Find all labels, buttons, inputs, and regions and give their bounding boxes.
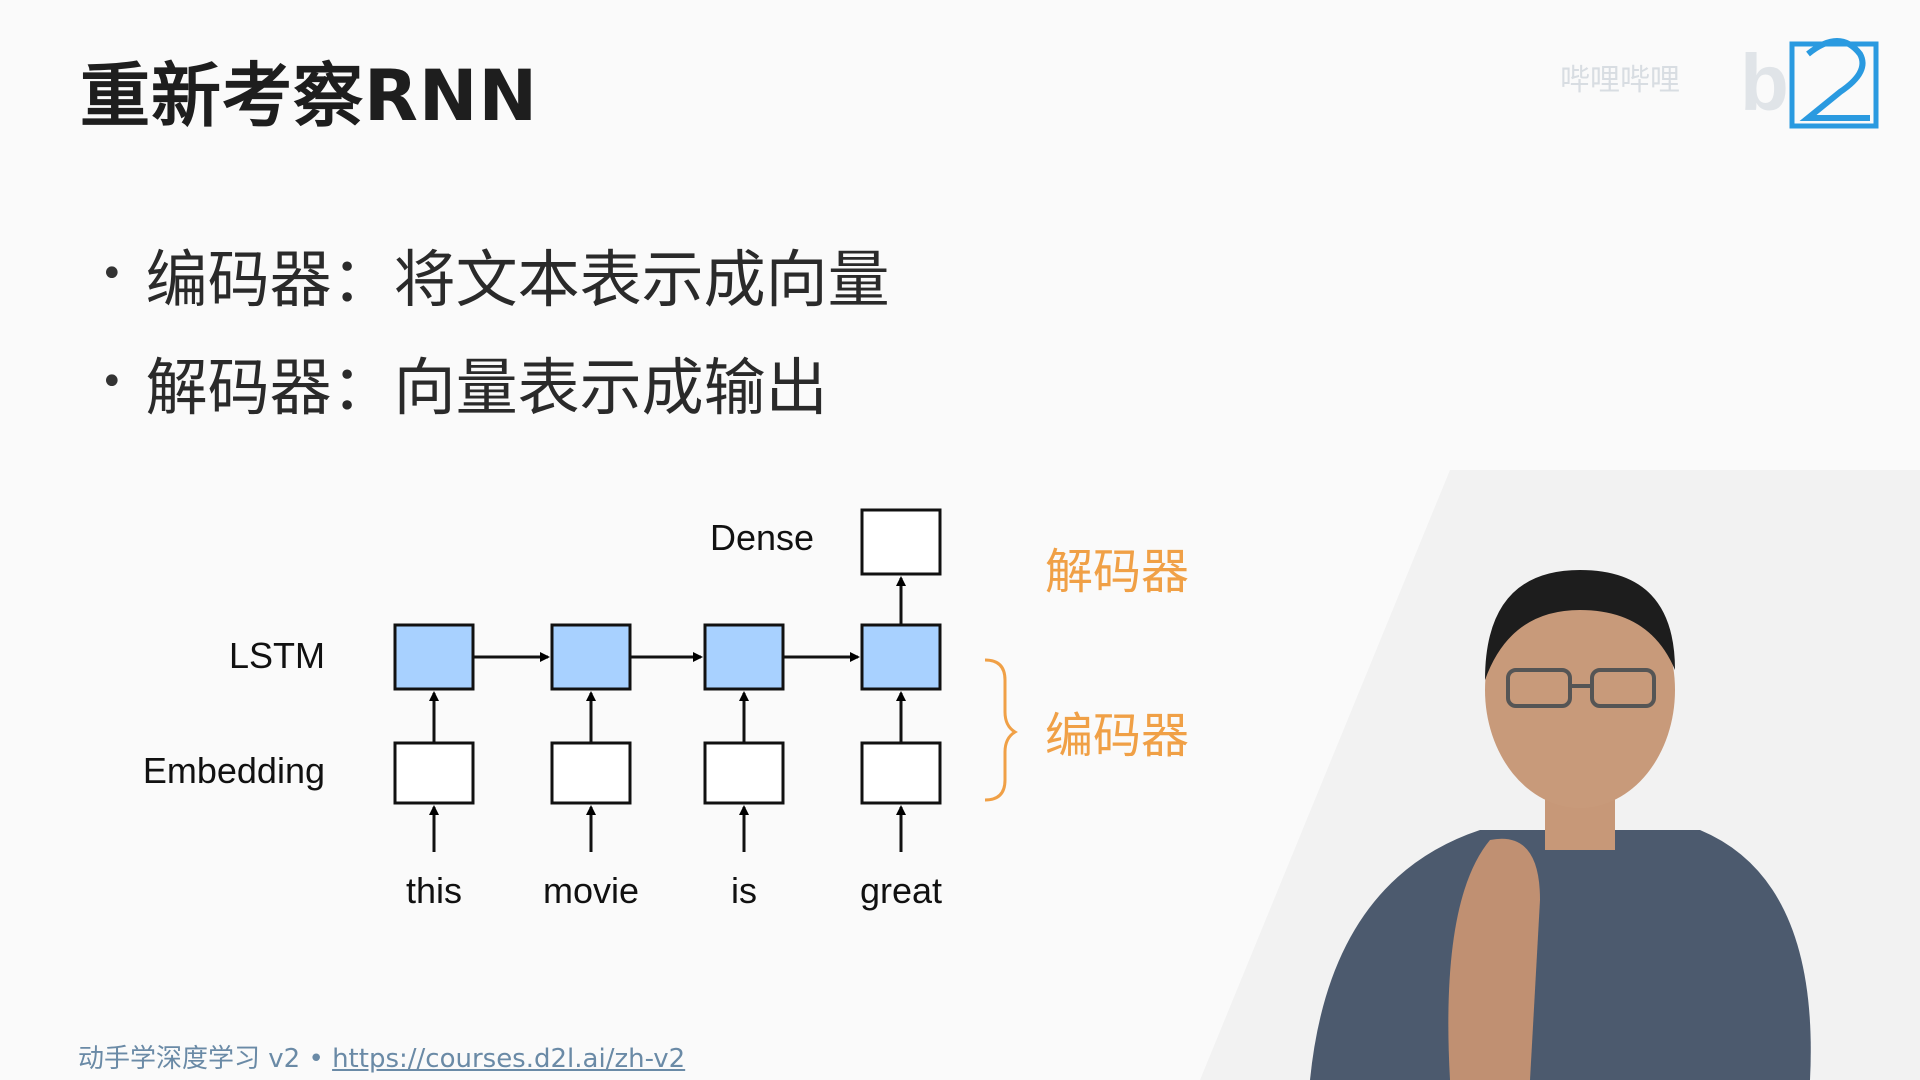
embedding-box-3	[703, 741, 785, 805]
footer: 动手学深度学习 v2 • https://courses.d2l.ai/zh-v…	[78, 1038, 685, 1075]
footer-course: 动手学深度学习 v2	[78, 1044, 301, 1074]
logo-area: 哔哩哔哩 b	[1540, 20, 1890, 130]
bullet-text: 解码器：向量表示成输出	[145, 351, 828, 424]
bullet-decoder: • 解码器：向量表示成输出	[100, 328, 890, 436]
d2l-logo-icon	[1789, 38, 1879, 129]
word-token: is	[731, 870, 757, 911]
watermark-text: 哔哩哔哩	[1560, 64, 1680, 97]
bullet-text: 编码器：将文本表示成向量	[145, 243, 890, 316]
lstm-cell-1	[393, 623, 475, 691]
bullet-dot-icon: •	[100, 359, 124, 405]
word-token: movie	[543, 870, 639, 911]
lstm-cell-3	[703, 623, 785, 691]
slide-title: 重新考察RNN	[80, 55, 539, 137]
embedding-box-4	[860, 741, 942, 805]
encoder-label: 编码器	[1045, 710, 1189, 763]
encoder-brace-icon	[984, 658, 1018, 802]
footer-link[interactable]: https://courses.d2l.ai/zh-v2	[332, 1044, 686, 1074]
bullet-list: • 编码器：将文本表示成向量 • 解码器：向量表示成输出	[100, 220, 890, 436]
embedding-box-2	[550, 741, 632, 805]
word-token: this	[406, 870, 462, 911]
lstm-cell-2	[550, 623, 632, 691]
footer-separator: •	[308, 1044, 324, 1074]
bilibili-logo-icon: b	[1740, 38, 1789, 127]
bullet-encoder: • 编码器：将文本表示成向量	[100, 220, 890, 328]
lstm-cell-4	[860, 623, 942, 691]
bullet-dot-icon: •	[100, 251, 124, 297]
label-dense: Dense	[710, 517, 814, 558]
label-lstm: LSTM	[229, 635, 325, 676]
decoder-label: 解码器	[1045, 546, 1189, 599]
label-embedding: Embedding	[143, 750, 325, 791]
embedding-box-1	[393, 741, 475, 805]
word-token: great	[860, 870, 942, 911]
presenter-figure	[1310, 570, 1811, 1080]
dense-box	[860, 508, 942, 576]
